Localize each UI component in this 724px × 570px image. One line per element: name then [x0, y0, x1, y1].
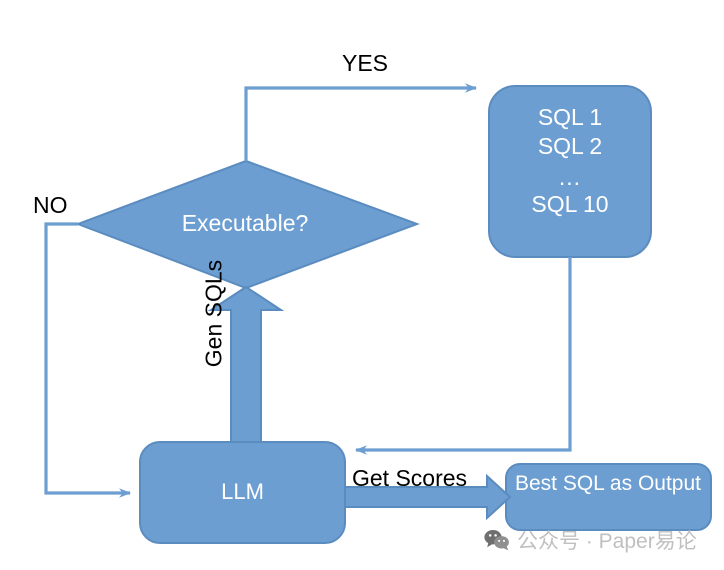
best-sql-node [505, 463, 712, 531]
edge-label-gen-sqls: Gen SQLs [200, 259, 227, 368]
wechat-icon [484, 530, 509, 551]
llm-node [139, 441, 346, 544]
edge-gen-sqls-arrow [207, 285, 285, 443]
edge-no [44, 222, 131, 498]
edge-yes [244, 83, 477, 161]
decision-node [75, 159, 420, 290]
edge-label-get-scores: Get Scores [352, 465, 468, 491]
edge-label-yes: YES [341, 50, 389, 76]
edge-sql-to-llm [355, 257, 572, 455]
watermark: 公众号 · Paper易论 [484, 525, 697, 555]
edge-label-no: NO [33, 192, 68, 218]
edge-get-scores-arrow [344, 473, 512, 521]
sql-list-node [488, 85, 652, 258]
watermark-text: 公众号 · Paper易论 [517, 530, 697, 553]
